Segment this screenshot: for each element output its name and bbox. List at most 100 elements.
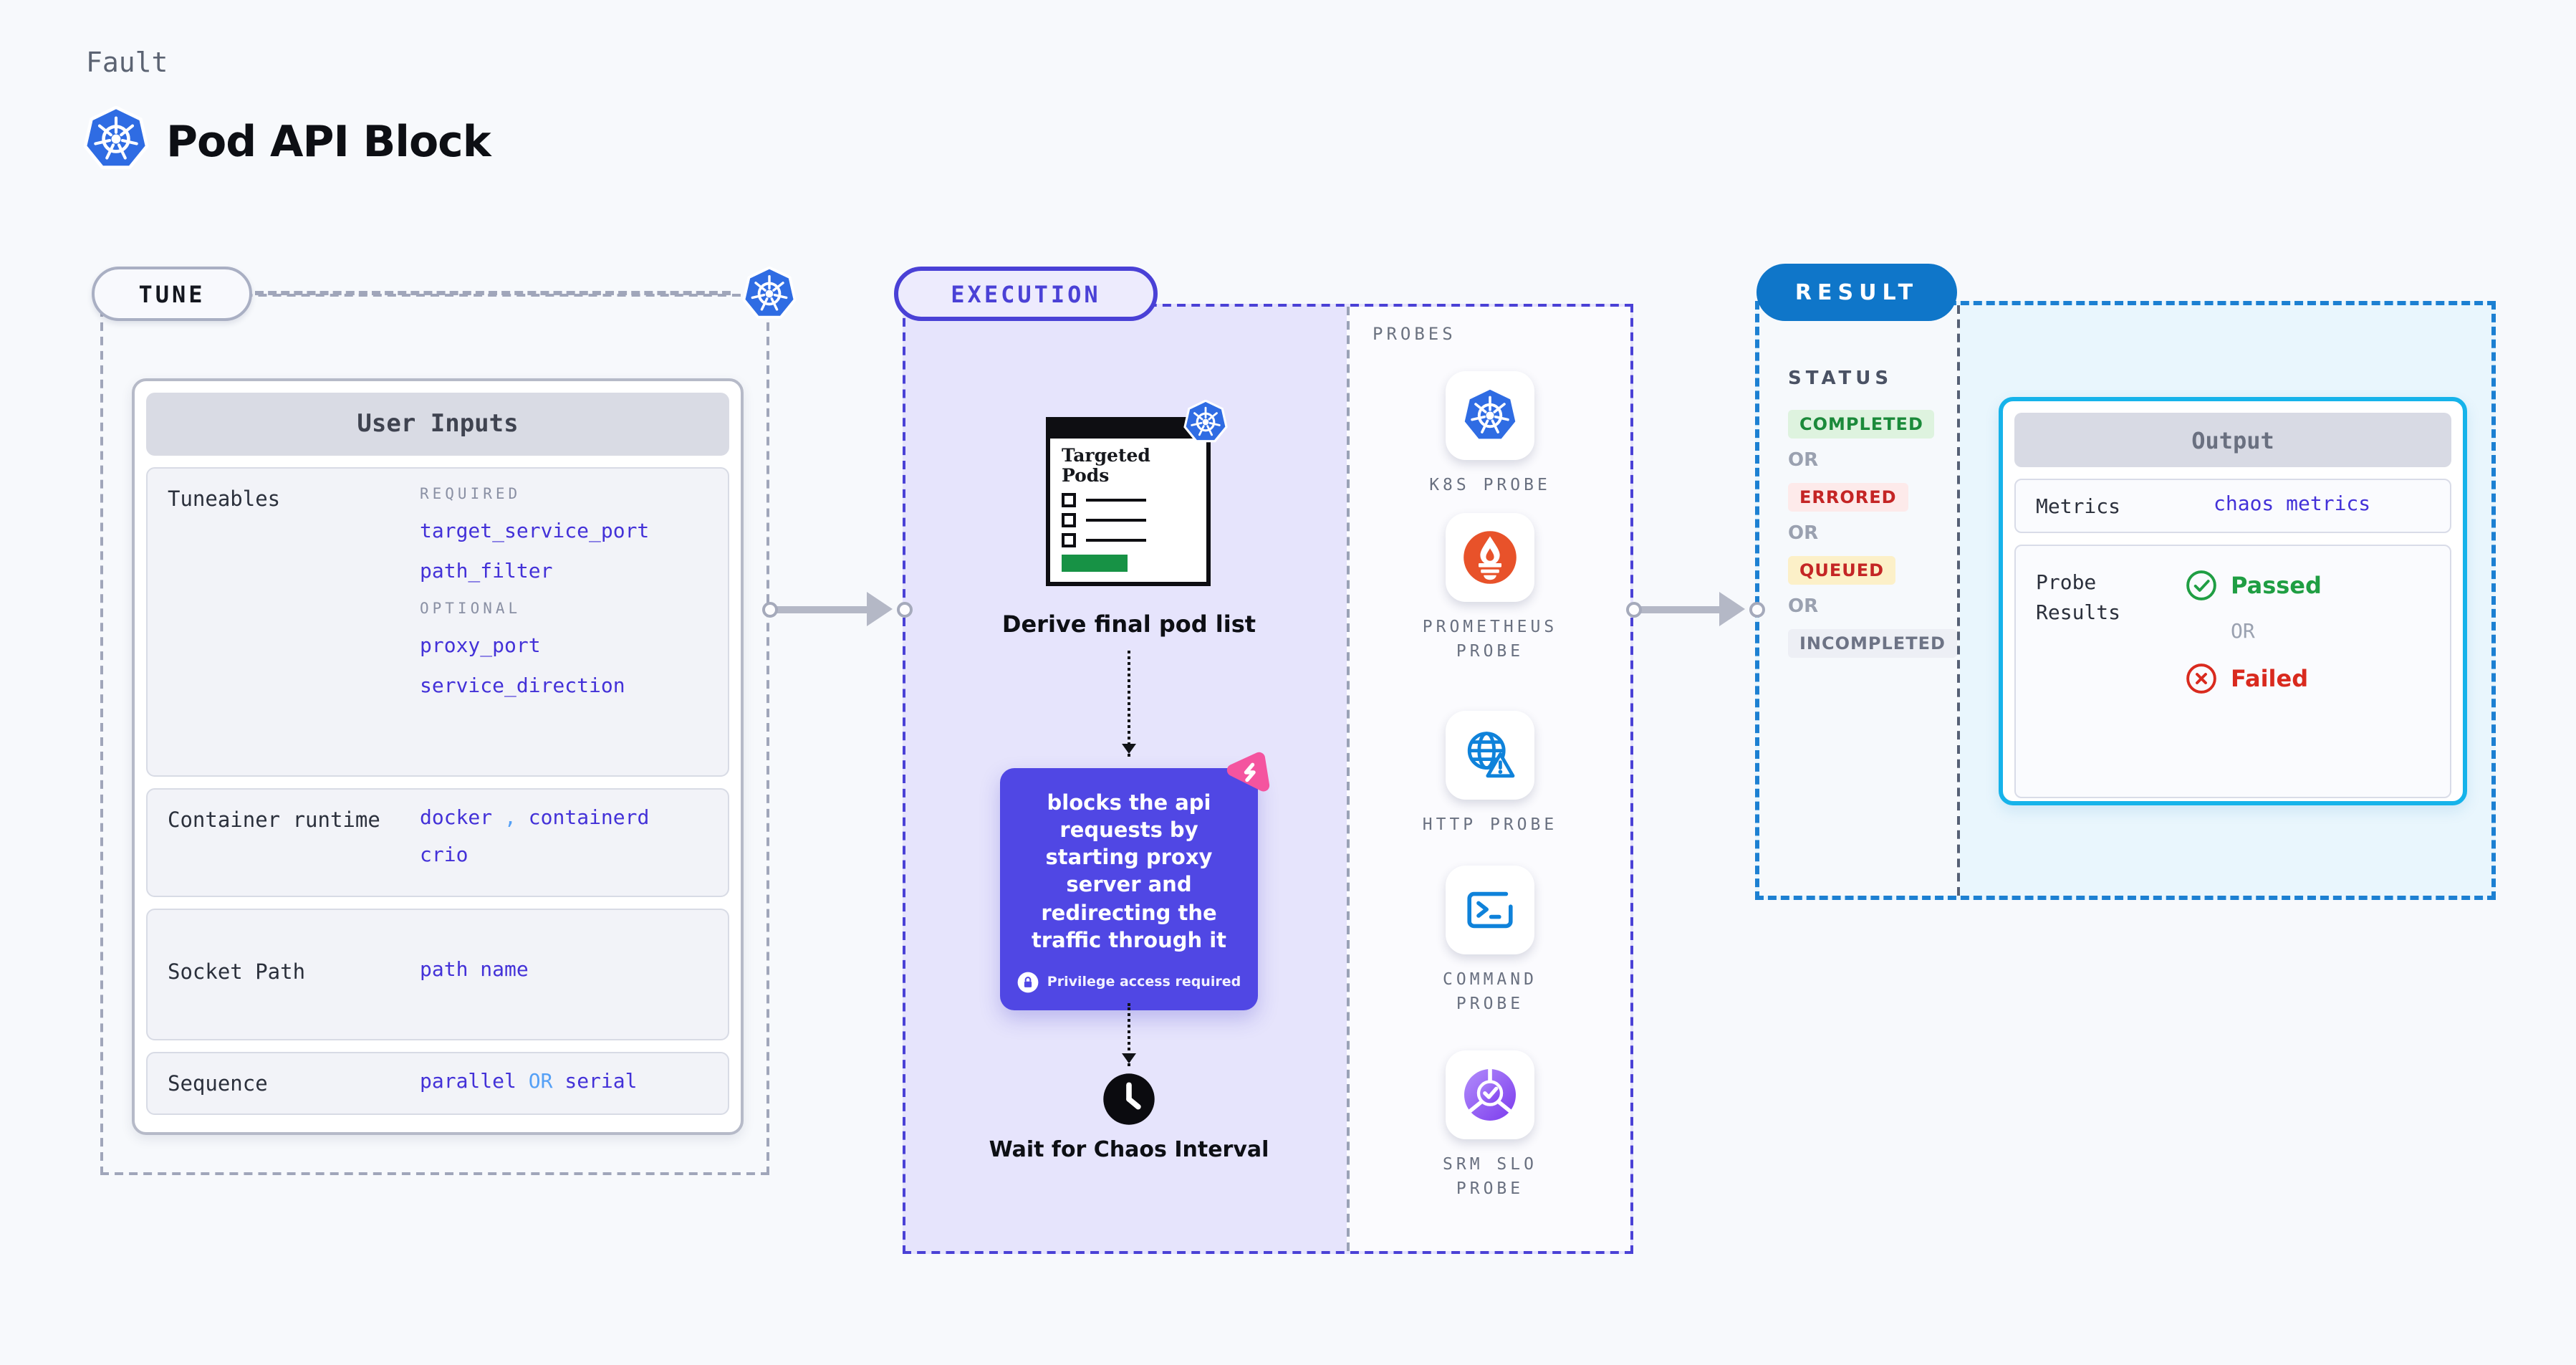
probe-label: K8S PROBE <box>1429 474 1551 494</box>
container-runtime-label: Container runtime <box>168 810 380 833</box>
output-card: Output Metrics chaos metrics Probe Resul… <box>1999 397 2467 805</box>
globe-warning-icon <box>1461 727 1519 784</box>
output-title: Output <box>2014 413 2451 467</box>
sequence-or: OR <box>528 1071 553 1093</box>
kubernetes-icon <box>83 106 149 172</box>
status-badge-incompleted: INCOMPLETED <box>1788 629 1957 658</box>
targeted-pods-title: Targeted Pods <box>1062 444 1150 487</box>
clock-icon <box>1102 1072 1156 1126</box>
probe-item-prometheus: PROMETHEUS PROBE <box>1350 513 1630 663</box>
or-separator: OR <box>2231 621 2255 643</box>
status-badge-queued: QUEUED <box>1788 556 1896 585</box>
container-runtime-row: Container runtime docker , containerd cr… <box>146 788 729 897</box>
failed-label: Failed <box>2231 665 2309 692</box>
probe-item-http: HTTP PROBE <box>1350 711 1630 836</box>
execution-to-result-arrow <box>1626 592 1765 626</box>
result-section-box: STATUS COMPLETED OR ERRORED OR QUEUED OR… <box>1755 301 2496 900</box>
execution-section-box: Targeted Pods Derive final pod list bloc… <box>903 304 1633 1254</box>
kubernetes-icon <box>742 267 797 321</box>
probe-label: COMMAND PROBE <box>1443 969 1537 1013</box>
runtime-value: containerd <box>528 807 650 830</box>
passed-label: Passed <box>2231 572 2322 599</box>
targeted-pods-window: Targeted Pods <box>1046 417 1211 586</box>
kubernetes-icon <box>1461 387 1519 444</box>
tuneable-value: target_service_port <box>420 520 650 543</box>
flow-arrow-down <box>1122 1003 1136 1066</box>
probe-item-srm-slo: SRM SLO PROBE <box>1350 1050 1630 1200</box>
lock-icon <box>1017 972 1039 993</box>
slo-donut-icon <box>1461 1066 1519 1124</box>
socket-path-value: path name <box>420 959 529 982</box>
sequence-label: Sequence <box>168 1073 268 1096</box>
or-separator: OR <box>1788 450 1819 471</box>
connector-dot <box>897 602 913 618</box>
tuneables-row: Tuneables REQUIRED target_service_port p… <box>146 467 729 777</box>
status-badge-errored: ERRORED <box>1788 483 1908 512</box>
socket-path-row: Socket Path path name <box>146 909 729 1040</box>
check-circle-icon <box>2185 569 2218 602</box>
execution-flow: Targeted Pods Derive final pod list bloc… <box>905 307 1352 1251</box>
derive-pod-list-label: Derive final pod list <box>1001 610 1256 638</box>
metrics-row: Metrics chaos metrics <box>2014 479 2451 533</box>
wait-chaos-interval-label: Wait for Chaos Interval <box>989 1136 1269 1162</box>
green-button <box>1062 554 1128 572</box>
or-separator: OR <box>1788 596 1819 618</box>
terminal-icon <box>1461 881 1519 939</box>
optional-tag: OPTIONAL <box>420 600 522 618</box>
x-circle-icon <box>2185 662 2218 695</box>
probe-item-k8s: K8S PROBE <box>1350 371 1630 497</box>
probe-results-row: Probe Results Passed OR Failed <box>2014 545 2451 798</box>
tuneable-value: path_filter <box>420 560 553 583</box>
probes-panel: PROBES K8S PROBE PROMETHEUS PROBE HTTP P… <box>1347 307 1630 1251</box>
probe-label: PROMETHEUS PROBE <box>1422 616 1558 661</box>
runtime-value: crio <box>420 844 468 867</box>
window-titlebar <box>1050 421 1206 439</box>
fault-action-box: blocks the api requests by starting prox… <box>1000 768 1258 1010</box>
metrics-value: chaos metrics <box>2214 493 2371 516</box>
page-title: Pod API Block <box>166 118 491 168</box>
sequence-value: parallel <box>420 1071 516 1093</box>
runtime-separator: , <box>504 807 516 830</box>
privilege-note: Privilege access required <box>1047 974 1241 990</box>
execution-section-pill: EXECUTION <box>894 267 1158 321</box>
tune-section-box <box>100 294 769 1175</box>
connector-dot <box>1749 602 1765 618</box>
chaos-icon <box>1222 749 1277 804</box>
checkbox-icon <box>1062 492 1076 507</box>
fault-action-text: blocks the api requests by starting prox… <box>1031 792 1227 953</box>
runtime-value: docker <box>420 807 493 830</box>
probe-label: SRM SLO PROBE <box>1443 1154 1537 1198</box>
user-inputs-card: User Inputs Tuneables REQUIRED target_se… <box>132 378 744 1135</box>
status-column: STATUS COMPLETED OR ERRORED OR QUEUED OR… <box>1759 305 1960 896</box>
metrics-label: Metrics <box>2036 496 2121 519</box>
fault-kicker: Fault <box>86 47 168 79</box>
tune-connector-line <box>255 291 731 295</box>
required-tag: REQUIRED <box>420 486 522 503</box>
or-separator: OR <box>1788 523 1819 545</box>
tuneable-value: proxy_port <box>420 635 541 658</box>
arrowhead-icon <box>1719 592 1745 626</box>
tune-section-pill: TUNE <box>92 267 252 321</box>
probes-panel-title: PROBES <box>1373 324 1456 344</box>
checkbox-icon <box>1062 512 1076 527</box>
user-inputs-title: User Inputs <box>146 393 729 456</box>
prometheus-icon <box>1461 529 1519 586</box>
flow-arrow-down <box>1122 651 1136 757</box>
sequence-value: serial <box>564 1071 638 1093</box>
tuneable-value: service_direction <box>420 675 625 698</box>
checkbox-icon <box>1062 532 1076 547</box>
result-section-pill: RESULT <box>1756 264 1957 321</box>
tune-to-execution-arrow <box>762 592 913 626</box>
socket-path-label: Socket Path <box>168 962 306 985</box>
probe-results-label: Probe Results <box>2036 572 2121 625</box>
probe-label: HTTP PROBE <box>1422 814 1558 834</box>
status-badge-completed: COMPLETED <box>1788 410 1935 439</box>
tuneables-label: Tuneables <box>168 489 281 512</box>
kubernetes-icon <box>1183 400 1228 444</box>
arrowhead-icon <box>867 592 893 626</box>
connector-dot <box>1626 602 1642 618</box>
probe-item-command: COMMAND PROBE <box>1350 866 1630 1015</box>
connector-dot <box>762 602 778 618</box>
sequence-row: Sequence parallel OR serial <box>146 1052 729 1115</box>
